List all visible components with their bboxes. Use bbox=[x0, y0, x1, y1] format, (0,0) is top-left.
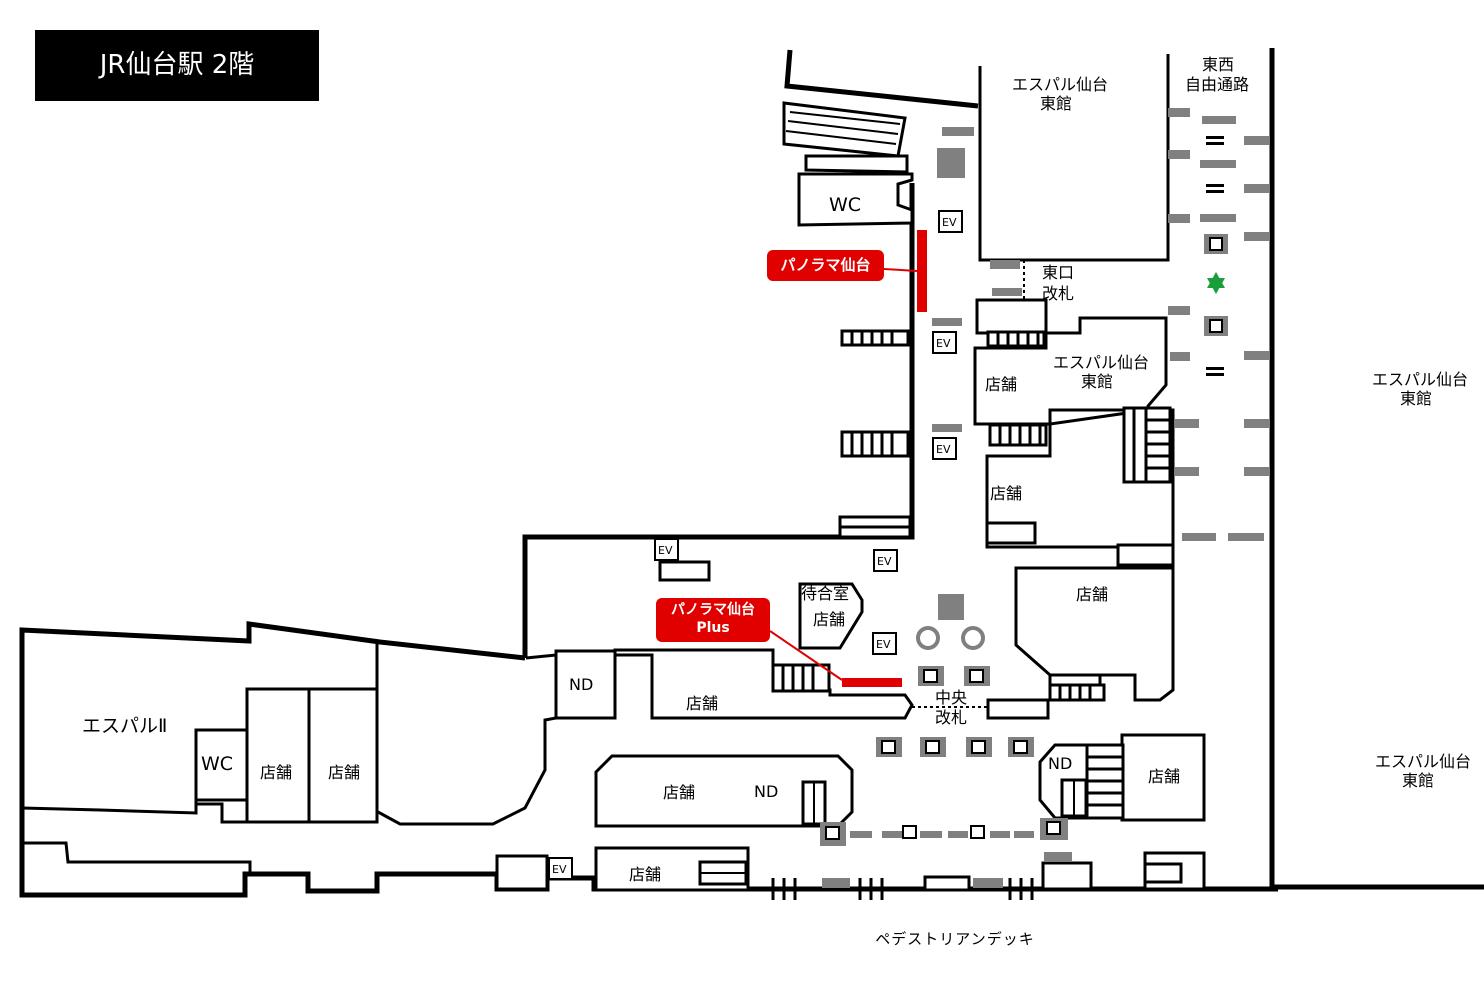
shop-label: 店舗 bbox=[985, 375, 1017, 394]
area-labels: エスパル仙台 東館 東西 自由通路 東口 改札 エスパル仙台 東館 エスパル仙台… bbox=[82, 55, 1471, 884]
panorama-leader bbox=[883, 268, 918, 272]
wc-label: WC bbox=[829, 194, 861, 216]
espal-east-right-label: 東館 bbox=[1400, 389, 1432, 408]
shop-label: 店舗 bbox=[328, 763, 360, 782]
shop-label: 店舗 bbox=[686, 694, 718, 713]
ev-label: EV bbox=[552, 863, 567, 876]
passage-label: 自由通路 bbox=[1185, 75, 1249, 94]
espal-east-lower-label: 東館 bbox=[1402, 771, 1434, 790]
espal-2-label: エスパルⅡ bbox=[82, 715, 167, 737]
nd-label: ND bbox=[1048, 754, 1072, 773]
espal-east-lower-label: エスパル仙台 bbox=[1375, 752, 1471, 771]
current-location-star-icon bbox=[1207, 272, 1225, 294]
panorama-plus-tag-line1: パノラマ仙台 bbox=[671, 602, 755, 618]
panorama-plus-tag-line2: Plus bbox=[696, 620, 730, 636]
espal-east-top-label: エスパル仙台 bbox=[1012, 75, 1108, 94]
waiting-room-label: 待合室 bbox=[801, 584, 849, 603]
espal-east-top-label: 東館 bbox=[1040, 94, 1072, 113]
central-gate-label: 改札 bbox=[935, 708, 967, 727]
pillars bbox=[820, 136, 1228, 846]
shop-label: 店舗 bbox=[1148, 767, 1180, 786]
gate-lines bbox=[912, 260, 1025, 708]
ev-label: EV bbox=[876, 638, 891, 651]
panorama-marker bbox=[917, 230, 927, 312]
panorama-plus-leader bbox=[769, 630, 843, 681]
shop-label: 店舗 bbox=[990, 484, 1022, 503]
panorama-tag[interactable]: パノラマ仙台 bbox=[767, 250, 884, 281]
shop-label: 店舗 bbox=[629, 865, 661, 884]
ev-label: EV bbox=[877, 555, 892, 568]
shop-label: 店舗 bbox=[663, 783, 695, 802]
espal-east-right-label: エスパル仙台 bbox=[1372, 370, 1468, 389]
espal-east-mid-label: エスパル仙台 bbox=[1053, 353, 1149, 372]
stair-steps bbox=[771, 331, 1170, 900]
nd-label: ND bbox=[754, 782, 778, 801]
east-gate-label: 改札 bbox=[1042, 284, 1074, 303]
shop-label: 店舗 bbox=[260, 763, 292, 782]
passage-label: 東西 bbox=[1202, 55, 1234, 74]
walls bbox=[19, 48, 1484, 898]
panorama-plus-marker bbox=[842, 678, 902, 687]
east-gate-label: 東口 bbox=[1042, 263, 1074, 282]
ev-label: EV bbox=[936, 337, 951, 350]
panorama-plus-tag[interactable]: パノラマ仙台 Plus bbox=[656, 598, 770, 642]
map-title: JR仙台駅 2階 bbox=[35, 30, 319, 101]
shop-label: 店舗 bbox=[1076, 585, 1108, 604]
central-gate-label: 中央 bbox=[935, 688, 967, 707]
espal-east-mid-label: 東館 bbox=[1081, 372, 1113, 391]
shop-label: 店舗 bbox=[813, 610, 845, 629]
ev-label: EV bbox=[658, 544, 673, 557]
ev-label: EV bbox=[942, 216, 957, 229]
elevators: EV EV EV EV EV EV EV bbox=[548, 210, 963, 880]
nd-label: ND bbox=[569, 675, 593, 694]
ev-label: EV bbox=[936, 443, 951, 456]
ticket-gates bbox=[822, 108, 1270, 888]
center-shop-blocks bbox=[21, 560, 1206, 892]
wc-label: WC bbox=[201, 753, 233, 775]
pedestrian-deck-label: ペデストリアンデッキ bbox=[875, 930, 1035, 948]
